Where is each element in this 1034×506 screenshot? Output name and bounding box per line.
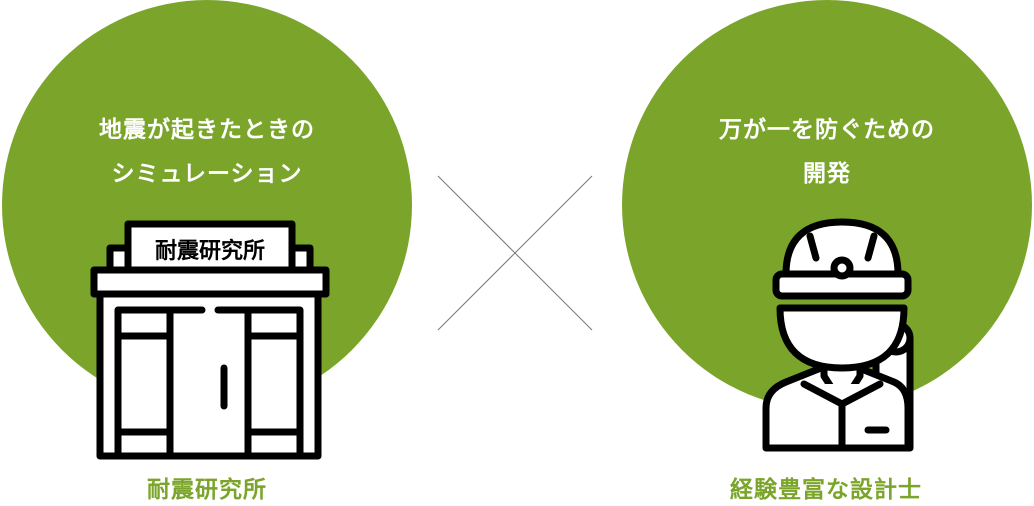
left-title-line2: シミュレーション [111, 161, 303, 187]
cross-icon [437, 175, 593, 331]
engineer-icon [762, 218, 914, 452]
right-title-line1: 万が一を防ぐための [719, 117, 935, 143]
left-circle-title: 地震が起きたときの シミュレーション [2, 108, 412, 196]
left-title-line1: 地震が起きたときの [99, 117, 315, 143]
building-icon: 耐震研究所 [90, 220, 330, 460]
right-title-line2: 開発 [803, 161, 851, 187]
right-caption: 経験豊富な設計士 [730, 477, 922, 503]
sign-text: 耐震研究所 [155, 238, 265, 264]
right-circle-title: 万が一を防ぐための 開発 [622, 108, 1032, 196]
left-caption: 耐震研究所 [147, 477, 267, 503]
